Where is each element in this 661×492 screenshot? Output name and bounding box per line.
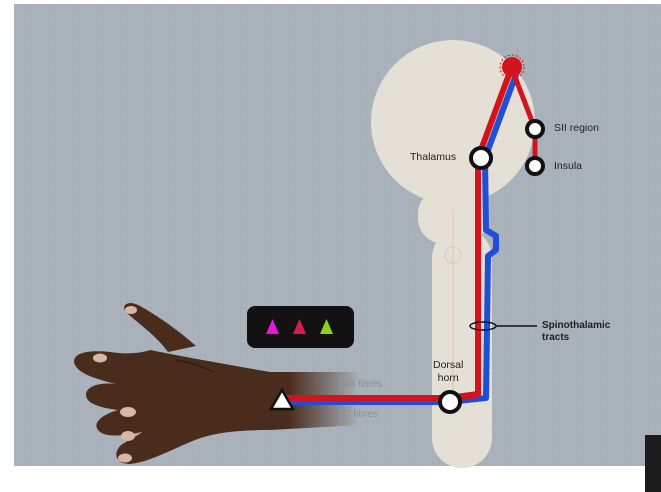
insula-label: Insula [554,160,582,172]
stimulus-legend-box [247,306,354,348]
sii-region-label: SII region [554,122,599,134]
spinothalamic-tracts-label: Spinothalamic tracts [542,320,610,344]
cortex-node [503,58,521,76]
corner-dark-block [645,435,661,492]
c-fibres-label: C-fibres [343,409,378,420]
a-delta-fibres-label: Aδ fibres [343,379,382,390]
dorsal-horn-label: Dorsal horn [433,359,463,385]
insula-node [527,158,543,174]
thalamus-label: Thalamus [410,151,456,163]
dorsal-horn-node [440,392,460,412]
sii-region-node [527,121,543,137]
thalamus-node [471,148,491,168]
